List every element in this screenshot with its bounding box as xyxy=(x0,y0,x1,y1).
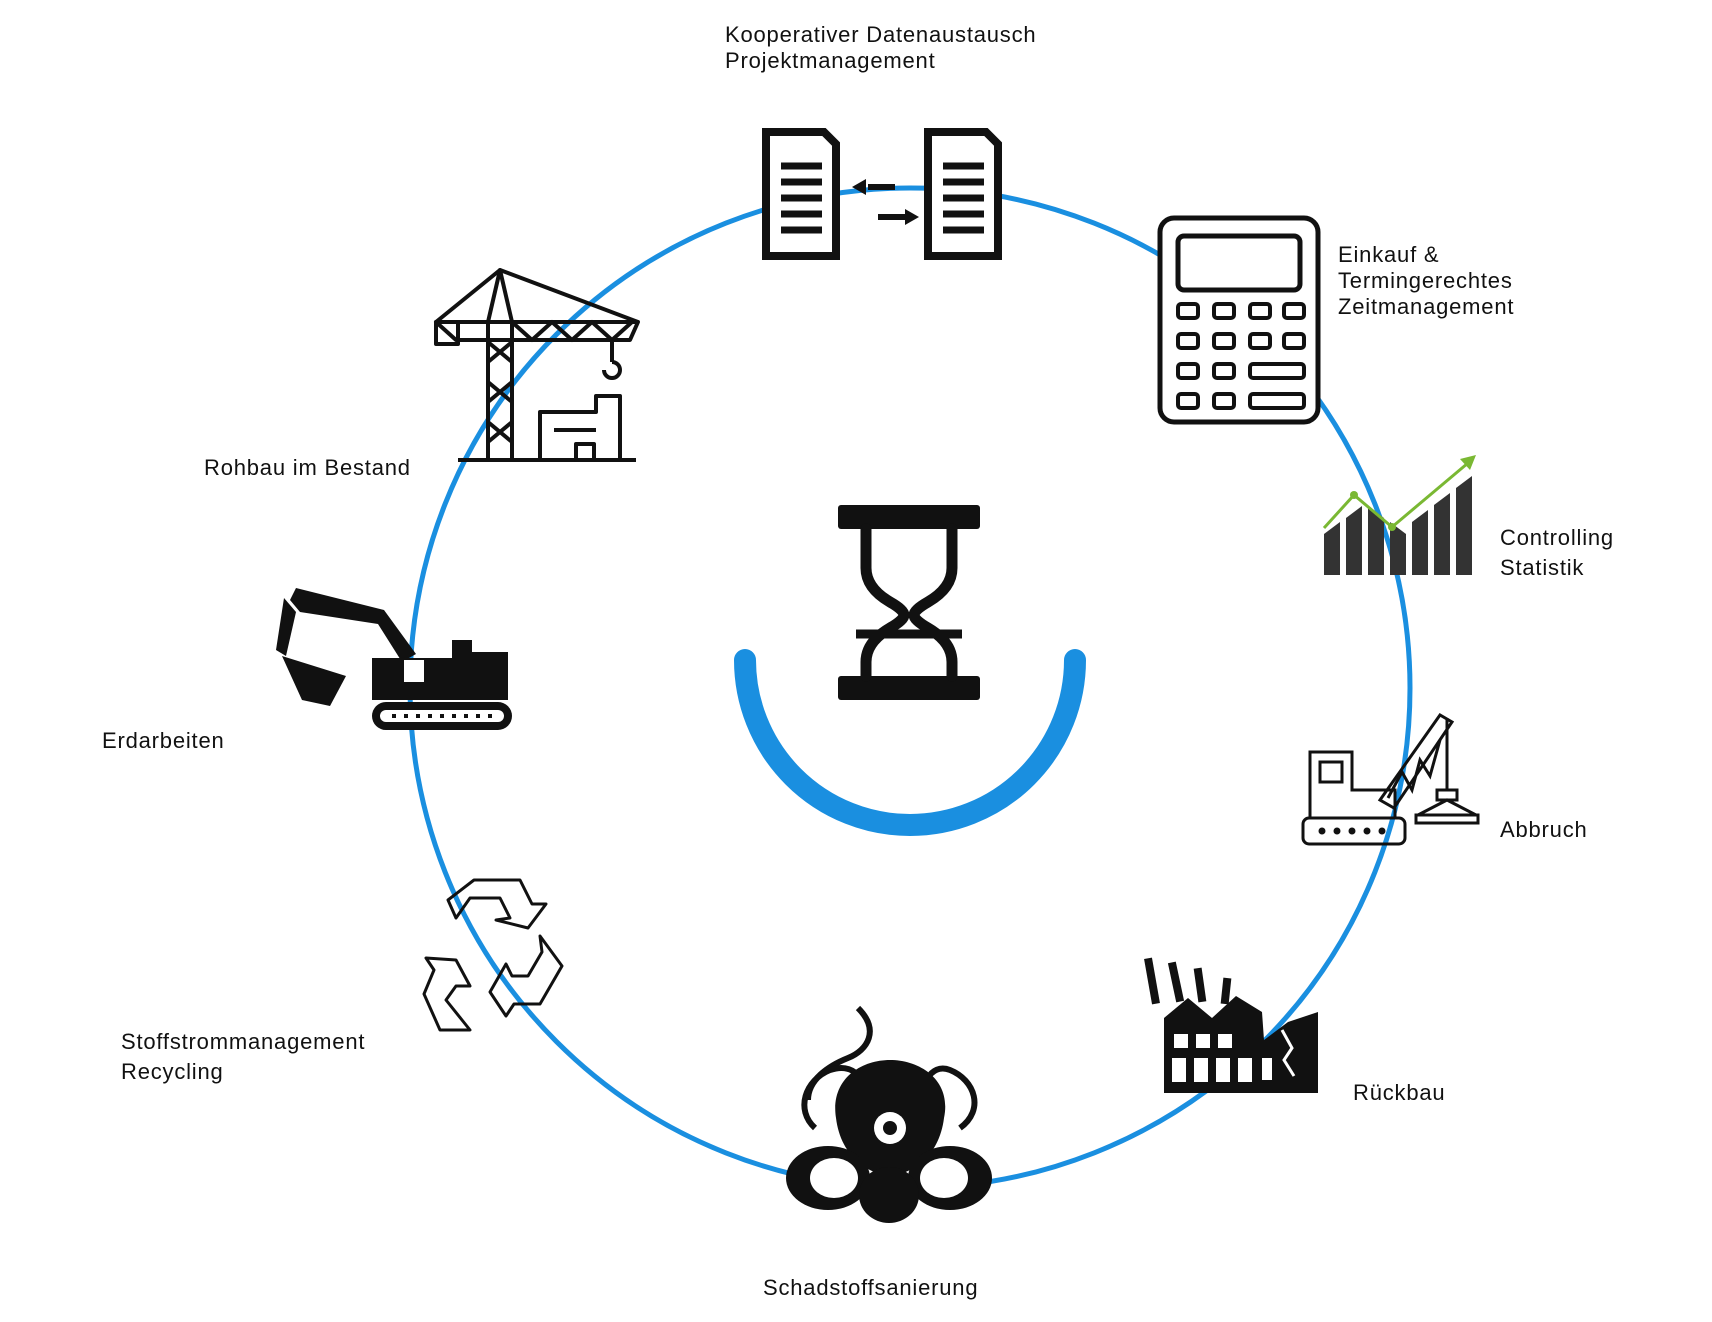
label-datenaustausch: Kooperativer Datenaustausch Projektmanag… xyxy=(725,22,1036,74)
label-einkauf: Einkauf & Termingerechtes Zeitmanagement xyxy=(1338,242,1514,320)
label-datenaustausch-line1: Kooperativer Datenaustausch xyxy=(725,22,1037,47)
label-erdarbeiten-line1: Erdarbeiten xyxy=(102,728,225,753)
label-einkauf-line2: Termingerechtes xyxy=(1338,268,1513,293)
label-rohbau: Rohbau im Bestand xyxy=(204,455,411,481)
label-einkauf-line1: Einkauf & xyxy=(1338,242,1440,267)
label-controlling-line1: Controlling xyxy=(1500,525,1614,550)
progress-arc xyxy=(734,649,1086,836)
label-einkauf-line3: Zeitmanagement xyxy=(1338,294,1515,319)
label-rueckbau-line1: Rückbau xyxy=(1353,1080,1446,1105)
calculator-icon xyxy=(1157,215,1321,425)
label-erdarbeiten: Erdarbeiten xyxy=(102,728,225,754)
label-stoffstrom: Stoffstrommanagement Recycling xyxy=(121,1027,365,1087)
label-stoffstrom-line1: Stoffstrommanagement xyxy=(121,1029,366,1054)
label-datenaustausch-line2: Projektmanagement xyxy=(725,48,936,73)
growth-chart-icon xyxy=(1322,455,1476,575)
document-exchange-icon xyxy=(766,132,998,256)
label-schadstoff: Schadstoffsanierung xyxy=(763,1275,978,1301)
label-controlling: Controlling Statistik xyxy=(1500,523,1614,583)
label-abbruch-line1: Abbruch xyxy=(1500,817,1588,842)
label-rohbau-line1: Rohbau im Bestand xyxy=(204,455,411,480)
hourglass-icon xyxy=(838,505,980,700)
label-stoffstrom-line2: Recycling xyxy=(121,1059,224,1084)
label-rueckbau: Rückbau xyxy=(1353,1080,1445,1106)
label-controlling-line2: Statistik xyxy=(1500,555,1585,580)
demolition-crane-icon xyxy=(1301,713,1480,846)
gas-mask-icon xyxy=(786,1005,992,1223)
label-abbruch: Abbruch xyxy=(1500,817,1588,843)
damaged-factory-icon xyxy=(1144,957,1318,1093)
excavator-icon xyxy=(276,588,512,730)
label-schadstoff-line1: Schadstoffsanierung xyxy=(763,1275,979,1300)
tower-crane-icon xyxy=(434,268,640,462)
recycling-icon xyxy=(422,878,564,1032)
